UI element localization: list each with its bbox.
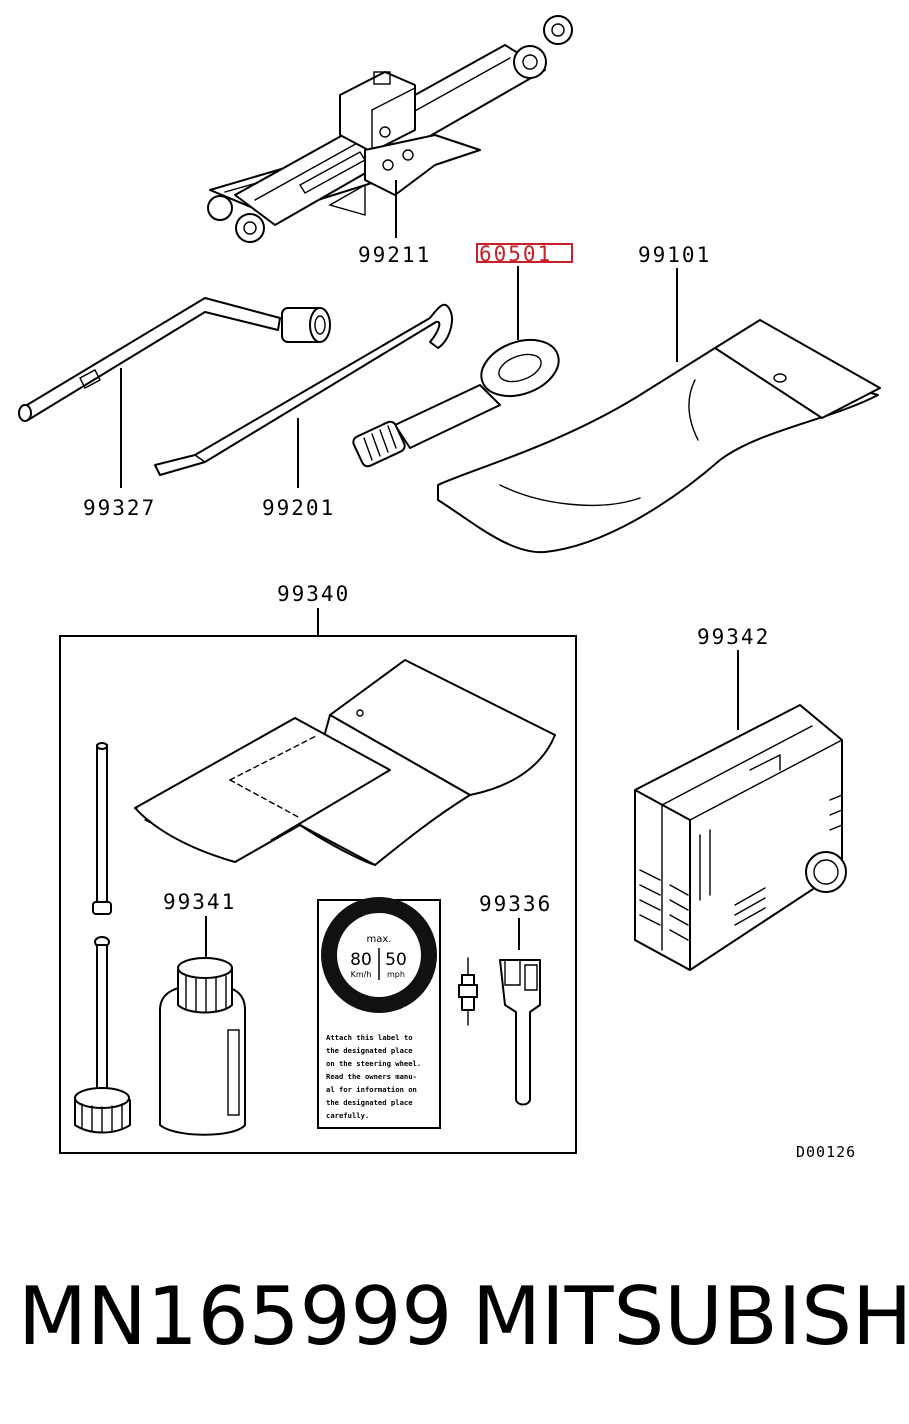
part-label-valve-tool[interactable]: 99336 xyxy=(479,892,552,916)
towing-hook-drawing xyxy=(352,338,560,468)
valve-tool-drawing xyxy=(458,957,541,1106)
repair-kit-frame xyxy=(59,635,577,1154)
sticker-line-1: Attach this label to xyxy=(326,1033,413,1042)
sticker-kmh-unit: Km/h xyxy=(351,970,372,979)
sticker-line-7: carefully. xyxy=(326,1111,369,1120)
sticker-max: max. xyxy=(367,934,392,945)
sticker-line-4: Read the owners manu- xyxy=(326,1072,417,1081)
highlight-box xyxy=(476,243,573,263)
sticker-mph-value: 50 xyxy=(385,950,407,970)
wheel-wrench-drawing xyxy=(18,297,331,422)
sticker-mph-unit: mph xyxy=(387,970,405,979)
part-label-compressor[interactable]: 99342 xyxy=(697,625,770,649)
sticker-line-5: al for information on xyxy=(326,1085,417,1094)
sealant-bottle-drawing xyxy=(159,957,246,1136)
brand-name: MITSUBISHI xyxy=(472,1270,909,1363)
part-number: MN165999 xyxy=(18,1270,453,1363)
kit-bag-drawing xyxy=(134,659,556,866)
speed-label-sticker: max. 80 50 Km/h mph Attach this label to… xyxy=(317,897,441,1129)
injector-drawing xyxy=(74,742,131,1134)
part-label-sealant[interactable]: 99341 xyxy=(163,890,236,914)
footer: MN165999 MITSUBISHI xyxy=(0,1262,909,1372)
sticker-line-2: the designated place xyxy=(326,1046,413,1055)
sticker-line-6: the designated place xyxy=(326,1098,413,1107)
sticker-kmh-value: 80 xyxy=(350,950,372,970)
part-label-jack-handle[interactable]: 99201 xyxy=(262,496,335,520)
part-label-tool-bag[interactable]: 99101 xyxy=(638,243,711,267)
part-label-jack[interactable]: 99211 xyxy=(358,243,431,267)
compressor-drawing xyxy=(634,704,847,971)
part-label-repair-kit[interactable]: 99340 xyxy=(277,582,350,606)
scissor-jack-drawing xyxy=(207,15,573,243)
part-label-towing-hook[interactable]: 60501 xyxy=(479,242,552,266)
sticker-line-3: on the steering wheel. xyxy=(326,1059,421,1068)
jack-handle-drawing xyxy=(154,303,453,476)
part-label-wheel-wrench[interactable]: 99327 xyxy=(83,496,156,520)
diagram-code: D00126 xyxy=(796,1143,856,1161)
tool-bag-drawing xyxy=(437,319,881,554)
